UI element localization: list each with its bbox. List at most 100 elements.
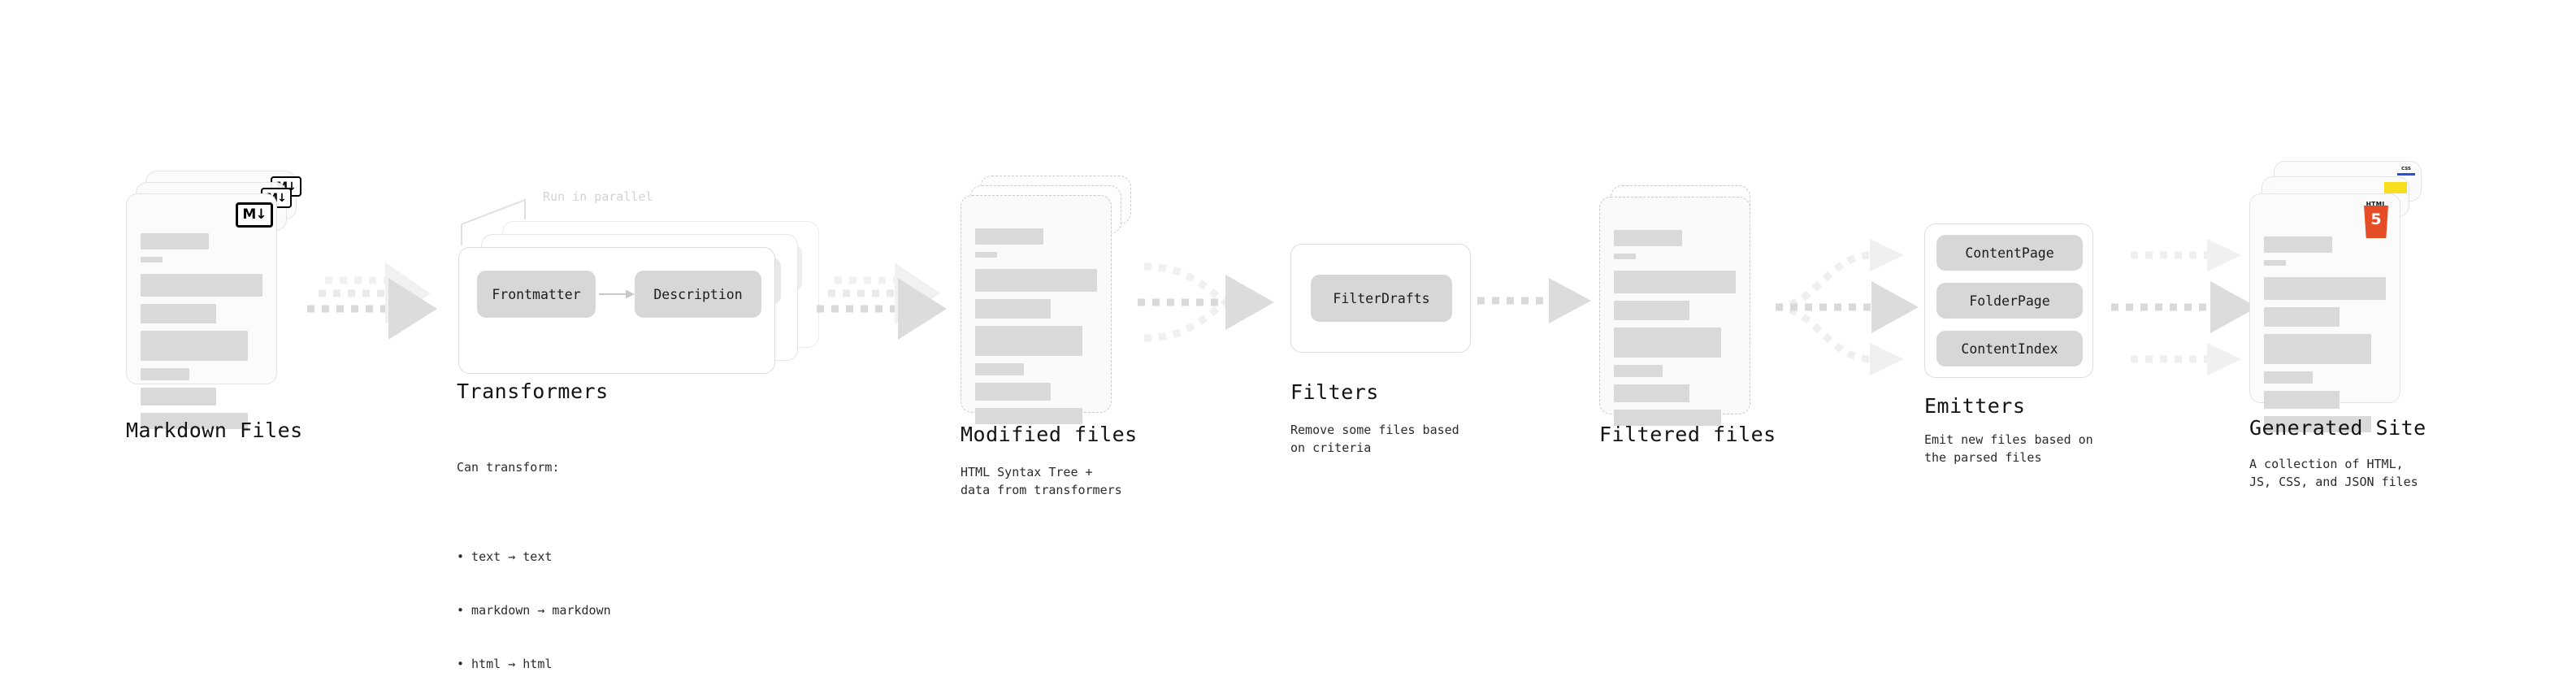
document-skeleton <box>975 228 1097 432</box>
skeleton-bar <box>1614 384 1689 402</box>
stage-subtitle-filters: Remove some files based on criteria <box>1290 423 1459 455</box>
stage-subtitle-transformers: Can transform: • text → text • markdown … <box>457 423 611 681</box>
generated-site-file-stack: CSS HTML 5 <box>2249 161 2424 437</box>
skeleton-bar <box>975 269 1097 292</box>
skeleton-bar <box>1614 410 1721 426</box>
emitter-chip-folderpage[interactable]: FolderPage <box>1936 283 2083 319</box>
skeleton-bar <box>975 408 1082 424</box>
modified-file-stack <box>961 176 1131 444</box>
markdown-card-front: M↓ <box>126 193 277 429</box>
skeleton-bar <box>2264 391 2340 409</box>
transformers-subtitle-lead: Can transform: <box>457 460 560 475</box>
filters-box: FilterDrafts <box>1290 244 1471 353</box>
emitter-chip-folderpage-label: FolderPage <box>1969 293 2050 309</box>
connector-modified-to-filters <box>1138 252 1280 358</box>
skeleton-bar <box>975 326 1082 356</box>
skeleton-bar <box>2264 334 2371 364</box>
stage-title-markdown-files: Markdown Files <box>126 419 303 442</box>
skeleton-bar <box>975 363 1025 375</box>
markdown-badge-icon: M↓ <box>236 202 273 228</box>
css-badge-bar <box>2397 173 2415 176</box>
skeleton-bar <box>1614 365 1663 377</box>
site-card-front-html: HTML 5 <box>2249 193 2400 432</box>
stage-generated-site: CSS HTML 5 <box>2249 161 2424 437</box>
skeleton-bar <box>2264 416 2371 432</box>
stage-title-filtered-files: Filtered files <box>1599 423 1776 446</box>
skeleton-bar <box>2264 307 2340 327</box>
markdown-file-stack: M↓ M↓ M↓ <box>126 171 301 431</box>
skeleton-bar <box>1614 230 1682 246</box>
filter-chip-filterdrafts-label: FilterDrafts <box>1333 290 1430 306</box>
css-badge: CSS <box>2397 167 2415 176</box>
skeleton-bar <box>141 233 209 249</box>
stage-title-transformers: Transformers <box>457 380 609 403</box>
skeleton-bar <box>2264 277 2386 300</box>
transformers-bullet: • markdown → markdown <box>457 603 611 618</box>
stage-filtered-files <box>1599 185 1762 445</box>
js-badge <box>2384 182 2407 193</box>
html5-badge-shield: 5 <box>2364 206 2388 238</box>
stage-subtitle-modified-files: HTML Syntax Tree + data from transformer… <box>961 465 1122 497</box>
skeleton-bar <box>1614 301 1689 320</box>
modified-card-front <box>961 195 1112 424</box>
connector-filtered-to-emitters <box>1775 234 1926 380</box>
html5-badge: HTML 5 <box>2362 201 2390 238</box>
markdown-badge-front: M↓ <box>236 202 273 228</box>
emitters-box: ContentPage FolderPage ContentIndex <box>1924 223 2093 378</box>
stage-subtitle-emitters: Emit new files based on the parsed files <box>1924 432 2093 465</box>
filter-chip-filterdrafts[interactable]: FilterDrafts <box>1311 275 1452 322</box>
connector-md-to-transformers <box>307 262 470 354</box>
skeleton-bar <box>1614 254 1637 259</box>
skeleton-bar <box>2264 371 2314 384</box>
transformer-chip-description[interactable]: Description <box>635 271 761 318</box>
transformers-bullet: • text → text <box>457 549 553 564</box>
emitter-chip-contentpage-label: ContentPage <box>1965 245 2054 261</box>
connector-transformers-to-modified <box>817 262 979 354</box>
filtered-card-front <box>1599 197 1750 426</box>
transformer-arrow-front <box>599 289 635 299</box>
document-skeleton <box>2264 236 2386 440</box>
css-badge-icon: CSS <box>2397 167 2415 176</box>
js-badge-icon <box>2384 182 2407 193</box>
stage-markdown-files: M↓ M↓ M↓ <box>126 171 301 431</box>
transformer-chip-frontmatter-label: Frontmatter <box>492 286 581 302</box>
stage-title-emitters: Emitters <box>1924 394 2026 418</box>
connector-filters-to-filtered <box>1477 276 1591 325</box>
transformer-chip-description-label: Description <box>653 286 743 302</box>
emitter-chip-contentindex[interactable]: ContentIndex <box>1936 331 2083 367</box>
skeleton-bar <box>2264 236 2332 253</box>
stage-title-modified-files: Modified files <box>961 423 1138 446</box>
document-skeleton <box>1614 230 1736 433</box>
html5-badge-icon: HTML 5 <box>2362 201 2390 238</box>
skeleton-bar <box>141 304 216 323</box>
connector-emitters-to-site <box>2111 234 2262 380</box>
skeleton-bar <box>975 299 1051 319</box>
stage-title-generated-site: Generated Site <box>2249 416 2426 440</box>
transformer-chip-frontmatter[interactable]: Frontmatter <box>477 271 596 318</box>
emitter-chip-contentindex-label: ContentIndex <box>1961 340 2058 357</box>
stage-title-filters: Filters <box>1290 380 1379 404</box>
skeleton-bar <box>1614 327 1721 358</box>
html5-badge-caption: HTML <box>2366 201 2387 208</box>
skeleton-bar <box>141 368 190 380</box>
run-in-parallel-bracket <box>461 198 526 245</box>
run-in-parallel-note: Run in parallel <box>543 189 653 204</box>
skeleton-bar <box>141 257 163 262</box>
skeleton-bar <box>2264 260 2287 266</box>
filtered-file-stack <box>1599 185 1762 445</box>
stage-subtitle-generated-site: A collection of HTML, JS, CSS, and JSON … <box>2249 457 2418 489</box>
skeleton-bar <box>975 228 1043 245</box>
skeleton-bar <box>141 388 216 406</box>
skeleton-bar <box>141 274 262 297</box>
stage-modified-files <box>961 176 1131 444</box>
skeleton-bar <box>141 331 248 361</box>
skeleton-bar <box>141 413 248 429</box>
transformers-bullet-list: • text → text • markdown → markdown • ht… <box>457 512 611 681</box>
emitter-chip-contentpage[interactable]: ContentPage <box>1936 235 2083 271</box>
transformers-bullet: • html → html <box>457 657 553 671</box>
skeleton-bar <box>975 383 1051 401</box>
css-badge-label: CSS <box>2401 167 2411 171</box>
skeleton-bar <box>1614 271 1736 293</box>
skeleton-bar <box>975 252 998 258</box>
